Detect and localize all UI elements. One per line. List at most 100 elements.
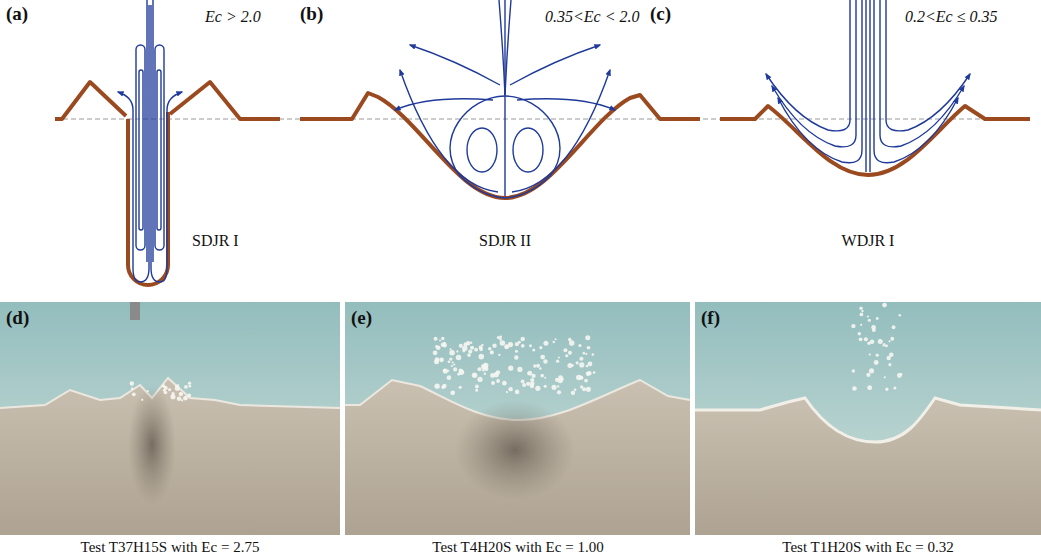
sand-particle <box>578 344 581 347</box>
sand-particle <box>869 368 874 373</box>
sand-particle <box>450 390 455 395</box>
sand-particle <box>870 340 874 344</box>
sand-particle <box>484 373 486 375</box>
sand-particle <box>130 381 134 385</box>
sand-particle <box>897 373 902 378</box>
sand-particle <box>557 385 559 387</box>
sand-particle <box>141 399 143 401</box>
sand-particle <box>884 376 886 378</box>
sand-particle <box>477 367 481 371</box>
sand-particle <box>433 350 438 355</box>
sand-particle <box>163 386 165 388</box>
sand-particle <box>451 365 453 367</box>
sand-particle <box>456 355 462 361</box>
sand-particle <box>861 310 863 312</box>
sand-particle <box>498 354 500 356</box>
sand-particle <box>521 344 525 348</box>
sand-particle <box>434 359 439 364</box>
sand-particle <box>859 306 862 309</box>
sand-particle <box>568 351 572 355</box>
jet-streamlines <box>517 99 615 110</box>
jet-streamlines <box>136 45 145 250</box>
sand-particle <box>584 379 588 383</box>
jet-streamlines <box>512 70 610 192</box>
sand-particle <box>586 372 590 376</box>
sand-particle <box>558 356 560 358</box>
sand-particle <box>481 344 483 346</box>
sand-particle <box>860 313 864 317</box>
sand-particle <box>876 354 879 357</box>
sand-particle <box>522 383 526 387</box>
sand-particle <box>579 362 584 367</box>
sand-particle <box>520 337 525 342</box>
sand-particle <box>882 303 887 308</box>
sand-particle <box>456 350 458 352</box>
sand-particle <box>515 390 520 395</box>
sand-particle <box>535 386 540 391</box>
sand-particle <box>477 377 482 382</box>
sand-particle <box>177 396 182 401</box>
sand-particle <box>552 341 555 344</box>
jet-streamlines <box>504 0 505 196</box>
water-level-line <box>55 119 1030 120</box>
sand-particle <box>475 389 478 392</box>
jet-streamlines <box>118 5 149 282</box>
jet-streamlines <box>505 96 560 198</box>
sand-particle <box>521 379 525 383</box>
photo-caption: Test T4H20S with Ec = 1.00 <box>432 539 603 556</box>
sand-particle <box>171 392 174 395</box>
sand-particle <box>532 348 535 351</box>
sand-particle <box>539 367 541 369</box>
sand-particle <box>539 346 542 349</box>
sand-particle <box>441 337 444 340</box>
sand-particle <box>859 337 863 341</box>
sand-particle <box>517 367 522 372</box>
sand-particle <box>188 385 191 388</box>
sand-particle <box>449 357 452 360</box>
sand-particle <box>860 324 862 326</box>
scour-profile <box>300 93 700 198</box>
sand-particle <box>579 376 583 380</box>
jet-streamlines <box>151 5 182 282</box>
test-photo <box>695 302 1041 535</box>
scour-profile <box>128 112 168 285</box>
sand-particle <box>540 355 545 360</box>
sand-particle <box>467 353 471 357</box>
sand-particle <box>179 392 183 396</box>
sand-particle <box>890 337 894 341</box>
sand-particle <box>468 349 472 353</box>
sand-particle <box>449 350 455 356</box>
sand-particle <box>893 387 896 390</box>
sand-particle <box>506 391 508 393</box>
sand-particle <box>479 354 485 360</box>
sand-particle <box>889 352 893 356</box>
sand-particle <box>472 372 478 378</box>
jet-streamlines <box>869 0 870 172</box>
sand-particle <box>867 385 872 390</box>
jet-streamlines <box>513 128 543 172</box>
sand-particle <box>462 346 467 351</box>
sand-particle <box>527 371 532 376</box>
sand-particle <box>868 319 871 322</box>
jet-streamlines <box>152 0 153 262</box>
sand-particle <box>188 381 191 384</box>
sand-particle <box>871 325 876 330</box>
sand-particle <box>500 340 506 346</box>
sand-particle <box>184 385 188 389</box>
sand-particle <box>474 348 478 352</box>
jet-streamlines <box>157 70 161 230</box>
sand-particle <box>508 365 513 370</box>
sand-particle <box>492 343 496 347</box>
sand-particle <box>514 355 518 359</box>
panel-letter: (c) <box>650 4 671 25</box>
sand-particle <box>533 364 536 367</box>
jet-streamlines <box>400 70 498 192</box>
sand-particle <box>852 369 855 372</box>
sand-particle <box>557 390 561 394</box>
sand-particle <box>888 340 890 342</box>
jet-streamlines <box>139 70 143 230</box>
sand-particle <box>181 399 183 401</box>
sand-particle <box>878 339 883 344</box>
sand-particle <box>587 346 591 350</box>
panel-letter: (f) <box>701 308 720 329</box>
